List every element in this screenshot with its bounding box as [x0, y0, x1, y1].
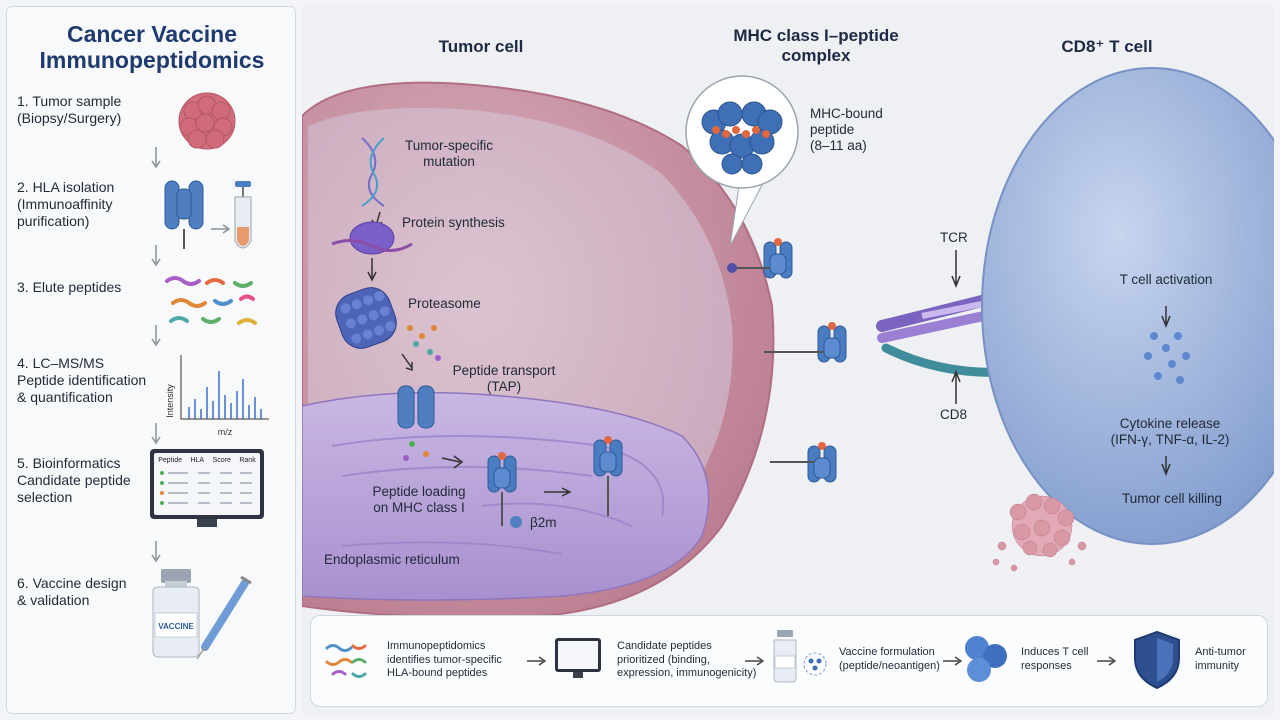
step-vaccine-design: 6. Vaccine design & validation — [17, 575, 127, 608]
proteasome-icon — [335, 287, 397, 349]
peptide-transport-label: Peptide transport (TAP) — [452, 363, 556, 394]
tcr-label: TCR — [940, 230, 968, 245]
arrow-down-icon — [151, 423, 161, 445]
monitor-icon — [555, 638, 601, 672]
hla-isolation-icon — [164, 180, 252, 249]
surface-mhc-icon — [763, 237, 793, 279]
mhc-bound-peptide-label: MHC-bound peptide (8–11 aa) — [810, 106, 883, 153]
peptides-icon — [165, 276, 257, 325]
arrow-right-icon — [745, 656, 765, 666]
cd8-label: CD8 — [940, 407, 968, 422]
step-elute-peptides: 3. Elute peptides — [17, 279, 122, 295]
b2m-label: β2m — [530, 515, 557, 530]
mhc-complex-header: MHC class I–peptide complex — [733, 26, 899, 65]
tumor-sample-icon — [178, 92, 236, 150]
mhc-peptide-zoom-icon — [701, 101, 783, 175]
mechanism-svg — [302, 67, 1274, 619]
proteasome-label: Proteasome — [408, 296, 481, 311]
tap-transporter-icon — [397, 385, 435, 429]
cytokine-granules — [1144, 332, 1190, 384]
arrow-down-icon — [151, 541, 161, 563]
surface-mhc-icon — [817, 321, 847, 363]
flow-step-formulation: Vaccine formulation (peptide/neoantigen) — [839, 646, 940, 672]
peptides-icon — [325, 644, 367, 678]
tcells-icon — [965, 636, 1007, 682]
mechanism-illustration: Tumor cell MHC class I–peptide complex C… — [302, 6, 1274, 714]
endoplasmic-reticulum — [302, 391, 710, 601]
dna-icon — [361, 137, 385, 207]
workflow-title: Cancer Vaccine Immunopeptidomics — [39, 21, 265, 73]
workflow-panel: Cancer Vaccine Immunopeptidomics 1. Tumo… — [6, 6, 296, 714]
ribosome-icon — [331, 221, 413, 255]
monitor-icon: Peptide HLA Score Rank — [150, 449, 264, 519]
vial-label: VACCINE — [158, 622, 194, 631]
arrow-right-icon — [1097, 656, 1117, 666]
tumor-cell-header: Tumor cell — [438, 37, 524, 56]
step-bioinformatics: 5. Bioinformatics Candidate peptide sele… — [17, 455, 131, 505]
shield-icon — [1134, 630, 1180, 690]
flow-step-identify: Immunopeptidomics identifies tumor-speci… — [387, 640, 502, 679]
tcell-header: CD8⁺ T cell — [1061, 37, 1153, 56]
mhc-loaded-icon — [593, 435, 623, 477]
cytokine-release-label: Cytokine release (IFN-γ, TNF-α, IL-2) — [1110, 416, 1230, 447]
flow-step-immunity: Anti-tumor immunity — [1195, 646, 1246, 672]
step-lcms: 4. LC–MS/MS Peptide identification & qua… — [17, 355, 147, 405]
er-label: Endoplasmic reticulum — [324, 552, 460, 567]
mhc-zoom-bubble — [685, 75, 799, 189]
step-tumor-sample: 1. Tumor sample (Biopsy/Surgery) — [17, 93, 122, 126]
summary-flow: Immunopeptidomics identifies tumor-speci… — [310, 615, 1268, 707]
tcell-activation-label: T cell activation — [1119, 272, 1213, 287]
flow-step-prioritize: Candidate peptides prioritized (binding,… — [617, 640, 757, 679]
tumor-killing-label: Tumor cell killing — [1121, 491, 1223, 506]
mhc-loading-icon — [487, 451, 517, 493]
mass-spectrum-plot: Intensity m/z — [165, 355, 269, 437]
spectrum-x-label: m/z — [218, 427, 233, 437]
flow-step-tcell-response: Induces T cell responses — [1021, 646, 1089, 672]
t-cell — [981, 67, 1274, 545]
arrow-down-icon — [151, 147, 161, 169]
tumor-debris — [992, 493, 1087, 572]
mutation-label: Tumor-specific mutation — [404, 138, 493, 169]
spectrum-y-label: Intensity — [165, 384, 175, 418]
vaccine-vial-icon: VACCINE — [152, 569, 252, 660]
peptide-loading-label: Peptide loading on MHC class I — [372, 484, 466, 515]
arrow-down-icon — [151, 325, 161, 347]
arrow-right-icon — [943, 656, 963, 666]
candidate-table-header: Peptide HLA Score Rank — [158, 457, 256, 464]
arrow-down-icon — [151, 245, 161, 267]
step-hla-isolation: 2. HLA isolation (Immunoaffinity purific… — [17, 179, 115, 229]
protein-synthesis-label: Protein synthesis — [402, 215, 505, 230]
arrow-right-icon — [527, 656, 547, 666]
vaccine-vial-icon — [773, 630, 827, 683]
